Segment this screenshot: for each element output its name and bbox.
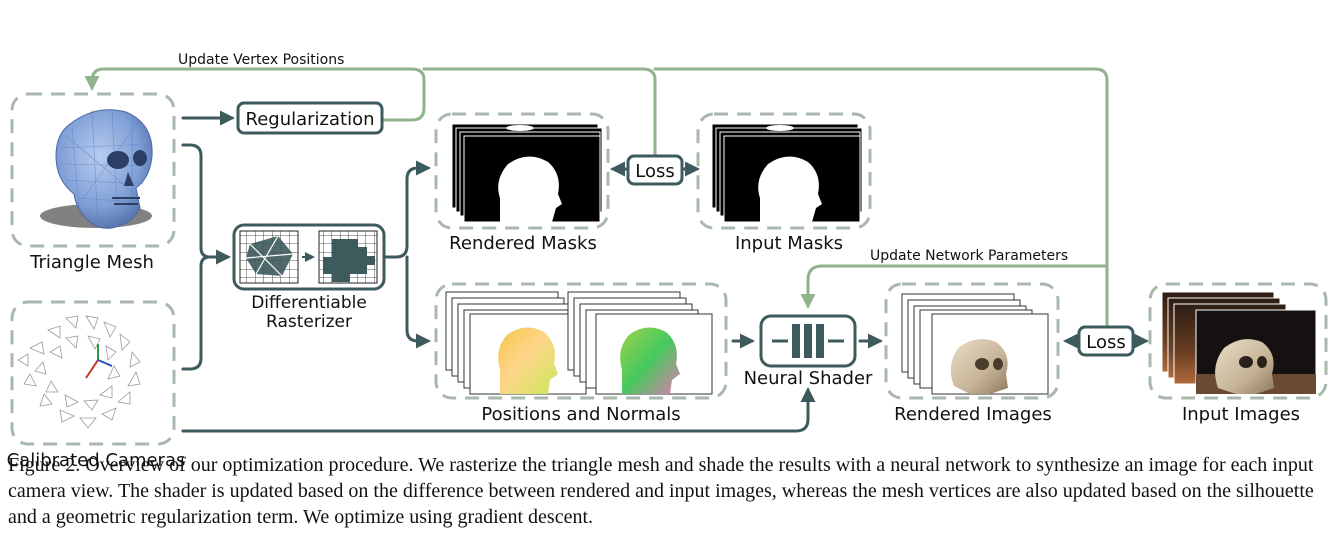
- rasterizer-label-line1: Differentiable: [251, 293, 367, 313]
- rendered-images-frame: [884, 282, 1060, 400]
- dashed-frames: [10, 92, 1328, 446]
- update-network-label: Update Network Parameters: [870, 248, 1068, 264]
- image-loss-label: Loss: [1086, 332, 1125, 353]
- rasterizer-box: [232, 223, 386, 291]
- mask-loss-box: Loss: [626, 154, 684, 186]
- diagram-labels: Update Vertex Positions Update Network P…: [7, 52, 1300, 471]
- mask-loss-label: Loss: [635, 161, 674, 182]
- mask-loss-feedback-line: [422, 67, 657, 158]
- input-masks-frame: [696, 112, 872, 230]
- feedback-lines: [84, 67, 1109, 327]
- calibrated-cameras-image: [17, 315, 141, 429]
- input-masks-label: Input Masks: [735, 233, 843, 254]
- positions-normals-frame: [434, 282, 728, 400]
- rendered-masks-frame: [434, 112, 610, 230]
- triangle-mesh-label: Triangle Mesh: [29, 252, 154, 273]
- regularization-box: Regularization: [236, 101, 384, 135]
- rendered-masks-label: Rendered Masks: [449, 233, 597, 254]
- cameras-to-shader-line: [181, 387, 816, 433]
- image-loss-box: Loss: [1077, 325, 1135, 357]
- image-loss-feedback-line: [653, 67, 1109, 327]
- figure-caption: Figure 2. Overview of our optimization p…: [8, 454, 1314, 528]
- update-vertex-label: Update Vertex Positions: [178, 52, 344, 68]
- normals-stack: [567, 291, 713, 395]
- update-network-line: [800, 264, 1109, 309]
- neural-shader-label: Neural Shader: [744, 368, 873, 389]
- input-images-frame: [1148, 282, 1328, 400]
- positions-normals-label: Positions and Normals: [481, 404, 680, 425]
- mesh-to-rasterizer-line: [181, 143, 231, 265]
- rendered-masks-stack: [451, 123, 603, 223]
- cameras-to-rasterizer-line: [181, 255, 212, 371]
- positions-stack: [445, 291, 587, 395]
- calibrated-cameras-frame: [10, 300, 176, 446]
- triangle-mesh-image: [40, 109, 153, 229]
- input-images-stack: [1161, 291, 1317, 395]
- triangle-mesh-frame: [10, 92, 176, 248]
- rasterizer-to-masks-arrow: [384, 160, 431, 259]
- update-vertex-line: [84, 67, 426, 122]
- rendered-images-label: Rendered Images: [894, 404, 1052, 425]
- rasterizer-label-line2: Rasterizer: [266, 312, 352, 332]
- data-flow-lines: [181, 110, 1149, 433]
- calibrated-cameras-label: Calibrated Cameras: [7, 450, 186, 471]
- neural-shader-box: [759, 314, 857, 368]
- rendered-images-stack: [901, 293, 1049, 395]
- rasterizer-to-positions-arrow: [405, 255, 431, 349]
- regularization-label: Regularization: [246, 109, 375, 130]
- input-masks-stack: [711, 123, 863, 223]
- input-images-label: Input Images: [1182, 404, 1300, 425]
